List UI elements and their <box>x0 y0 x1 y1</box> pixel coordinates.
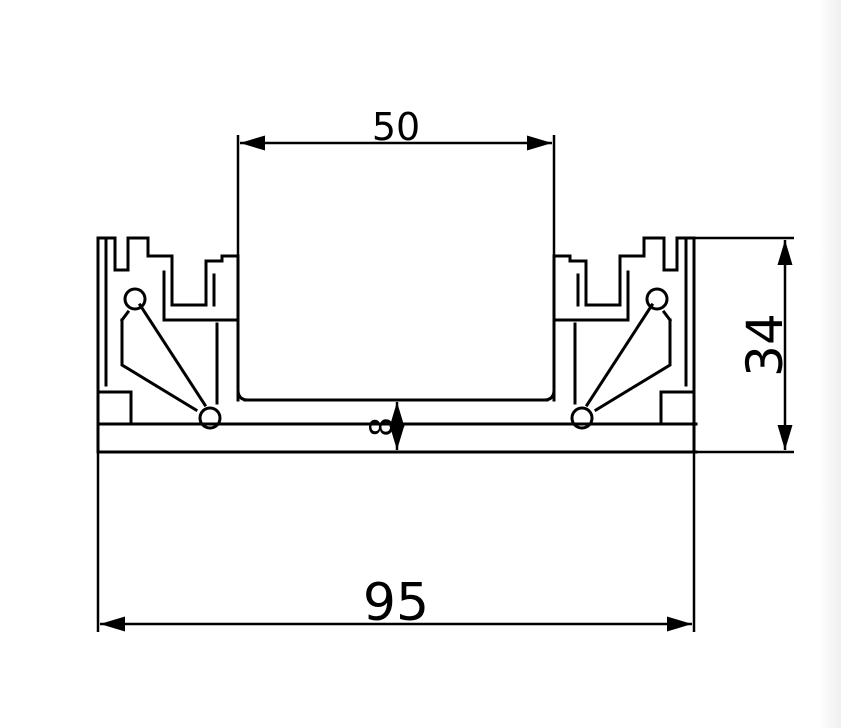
profile-outline <box>96 236 698 454</box>
dimension-overall-width: 95 <box>363 573 429 633</box>
dimension-top-opening-width: 50 <box>372 105 420 149</box>
dimension-base-thickness: 8 <box>364 417 400 437</box>
right-edge-shadow <box>819 0 841 728</box>
dimension-overall-height: 34 <box>736 313 794 377</box>
dimension-lines <box>96 135 794 632</box>
